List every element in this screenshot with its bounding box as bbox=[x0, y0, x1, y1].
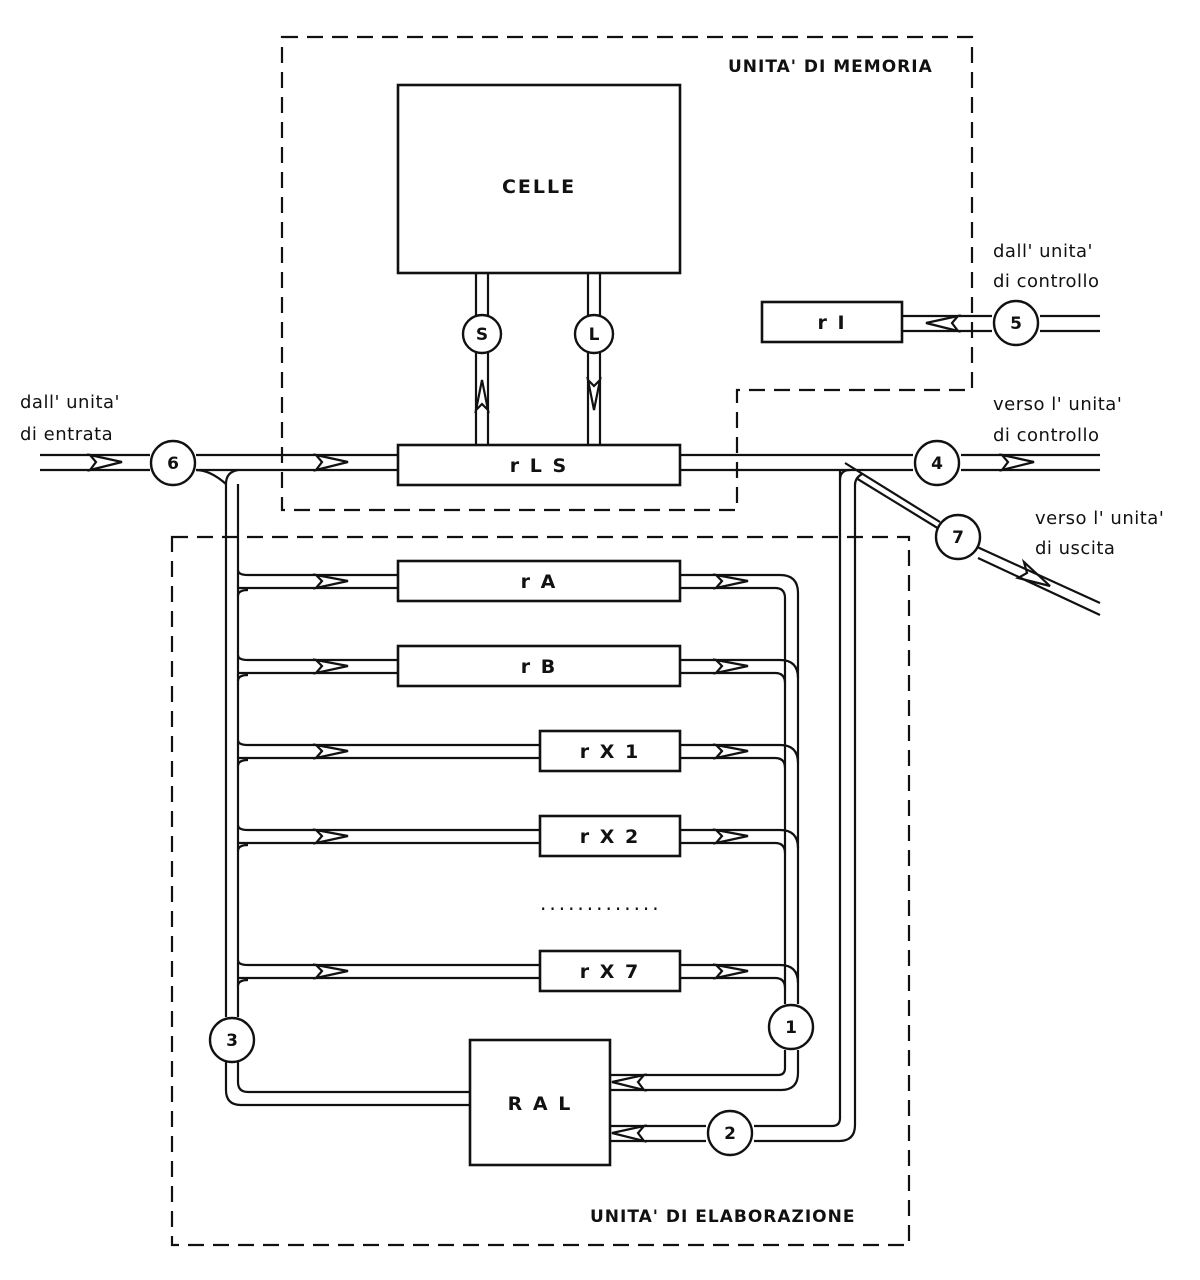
arrow-into-rx1 bbox=[312, 743, 349, 760]
arrow-into-rx7 bbox=[312, 963, 349, 980]
rx7-register: r X 7 bbox=[538, 949, 682, 993]
ri-register: r I bbox=[760, 300, 904, 344]
processing-unit-label: UNITA' DI ELABORAZIONE bbox=[590, 1207, 855, 1227]
arrow-to-output bbox=[1015, 558, 1051, 588]
svg-text:6: 6 bbox=[167, 454, 179, 474]
svg-text:3: 3 bbox=[226, 1031, 238, 1051]
path-right-bus bbox=[783, 593, 800, 1004]
rls-register: r L S bbox=[396, 443, 682, 487]
from-control-caption-line2: di controllo bbox=[993, 271, 1100, 292]
rb-label: r B bbox=[521, 656, 557, 678]
path-s-to-rls bbox=[474, 352, 490, 445]
path-ra-to-bus bbox=[680, 573, 800, 599]
to-control-caption-line1: verso l' unita' bbox=[993, 394, 1122, 415]
rb-register: r B bbox=[396, 644, 682, 688]
path-channel-join bbox=[838, 468, 863, 486]
from-input-caption-line2: di entrata bbox=[20, 424, 113, 445]
svg-text:2: 2 bbox=[724, 1124, 736, 1144]
arrow-out-ra bbox=[712, 573, 749, 590]
to-control-caption-line2: di controllo bbox=[993, 425, 1100, 446]
svg-text:5: 5 bbox=[1010, 314, 1022, 334]
from-control-caption-line1: dall' unita' bbox=[993, 241, 1093, 262]
path-bus-to-rx7 bbox=[236, 959, 540, 980]
arrow-up-s bbox=[474, 379, 490, 414]
node-s: S bbox=[461, 313, 503, 355]
register-ellipsis: ............. bbox=[540, 891, 662, 915]
rls-label: r L S bbox=[510, 455, 568, 477]
arrow-into-ral-1 bbox=[611, 1073, 647, 1092]
rx1-label: r X 1 bbox=[580, 741, 640, 763]
ra-register: r A bbox=[396, 559, 682, 603]
rx2-register: r X 2 bbox=[538, 814, 682, 858]
path-6-to-rls bbox=[196, 453, 398, 472]
node-2: 2 bbox=[706, 1109, 754, 1157]
path-bus-to-rx1 bbox=[236, 739, 540, 760]
path-left-bus-top bbox=[195, 468, 227, 485]
arrow-out-rx1 bbox=[712, 743, 749, 760]
celle-box: CELLE bbox=[396, 83, 682, 275]
path-celle-to-s bbox=[474, 272, 490, 315]
arrow-to-rls bbox=[313, 453, 349, 472]
arrow-into-ral-2 bbox=[611, 1124, 647, 1143]
node-4: 4 bbox=[913, 439, 961, 487]
from-input-caption-line1: dall' unita' bbox=[20, 392, 120, 413]
to-output-caption-line2: di uscita bbox=[1035, 538, 1115, 559]
arrow-input bbox=[87, 453, 123, 472]
node-7: 7 bbox=[934, 513, 982, 561]
node-1: 1 bbox=[767, 1003, 815, 1051]
path-loop-returns bbox=[236, 588, 249, 987]
arrow-out-rx2 bbox=[712, 828, 749, 845]
ri-label: r I bbox=[817, 312, 846, 334]
node-6: 6 bbox=[149, 439, 197, 487]
ra-label: r A bbox=[521, 571, 558, 593]
svg-text:1: 1 bbox=[785, 1018, 797, 1038]
path-control-in bbox=[1040, 314, 1100, 333]
rx2-label: r X 2 bbox=[580, 826, 640, 848]
memory-unit-label: UNITA' DI MEMORIA bbox=[728, 57, 933, 77]
rx7-label: r X 7 bbox=[580, 961, 640, 983]
ral-label: R A L bbox=[508, 1093, 573, 1115]
path-1-to-ral bbox=[610, 1050, 800, 1092]
arrow-into-rb bbox=[312, 658, 349, 675]
processing-unit-boundary bbox=[170, 535, 911, 1247]
to-output-caption-line1: verso l' unita' bbox=[1035, 508, 1164, 529]
path-2-to-ral bbox=[610, 1124, 706, 1143]
path-left-bus bbox=[224, 468, 240, 1017]
path-to-output bbox=[844, 462, 1101, 616]
data-paths bbox=[40, 272, 1101, 1143]
svg-text:7: 7 bbox=[952, 528, 964, 548]
path-5-to-ri bbox=[902, 314, 992, 333]
arrow-out-rx7 bbox=[712, 963, 749, 980]
flow-arrows bbox=[87, 314, 1051, 1143]
path-3-to-ral bbox=[224, 1062, 470, 1107]
path-bus-to-rx2 bbox=[236, 824, 540, 845]
path-celle-to-l bbox=[586, 272, 602, 315]
celle-label: CELLE bbox=[502, 176, 576, 198]
arrow-to-control bbox=[999, 453, 1035, 472]
memory-unit-boundary bbox=[280, 35, 974, 512]
arrow-into-ri bbox=[925, 314, 961, 333]
arrow-into-rx2 bbox=[312, 828, 349, 845]
node-l: L bbox=[573, 313, 615, 355]
svg-text:L: L bbox=[589, 325, 600, 345]
rx1-register: r X 1 bbox=[538, 729, 682, 773]
arrow-into-ra bbox=[312, 573, 349, 590]
svg-text:S: S bbox=[476, 325, 488, 345]
path-rls-to-control bbox=[680, 453, 1100, 472]
svg-text:4: 4 bbox=[931, 454, 943, 474]
arrow-out-rb bbox=[712, 658, 749, 675]
node-5: 5 bbox=[992, 299, 1040, 347]
arrow-down-l bbox=[586, 376, 602, 411]
ral-box: R A L bbox=[468, 1038, 612, 1167]
path-l-to-rls bbox=[586, 352, 602, 445]
node-3: 3 bbox=[208, 1016, 256, 1064]
